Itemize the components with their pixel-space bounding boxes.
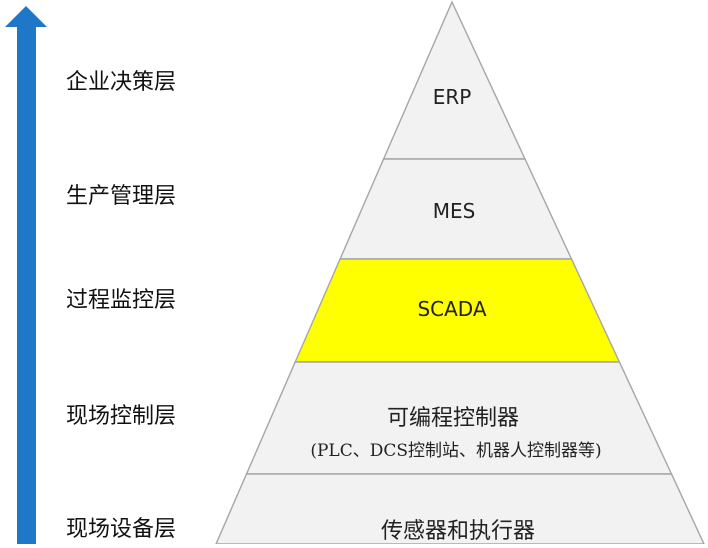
tier-erp — [382, 0, 527, 160]
layer-label-production: 生产管理层 — [66, 184, 177, 209]
up-arrow-shaft — [17, 22, 36, 544]
tier-mes-label: MES — [433, 199, 476, 223]
tier-devices-label: 传感器和执行器 — [381, 519, 535, 544]
layer-label-field-control: 现场控制层 — [66, 404, 177, 429]
layer-label-enterprise: 企业决策层 — [66, 70, 177, 95]
tier-controller-label: 可编程控制器 — [387, 406, 519, 431]
tier-scada-label: SCADA — [417, 297, 486, 321]
tier-controller-sublabel: (PLC、DCS控制站、机器人控制器等) — [310, 441, 601, 461]
layer-label-field-device: 现场设备层 — [66, 517, 177, 542]
layer-label-supervision: 过程监控层 — [66, 288, 177, 313]
up-arrow-icon — [5, 6, 47, 27]
tier-erp-label: ERP — [433, 85, 472, 109]
